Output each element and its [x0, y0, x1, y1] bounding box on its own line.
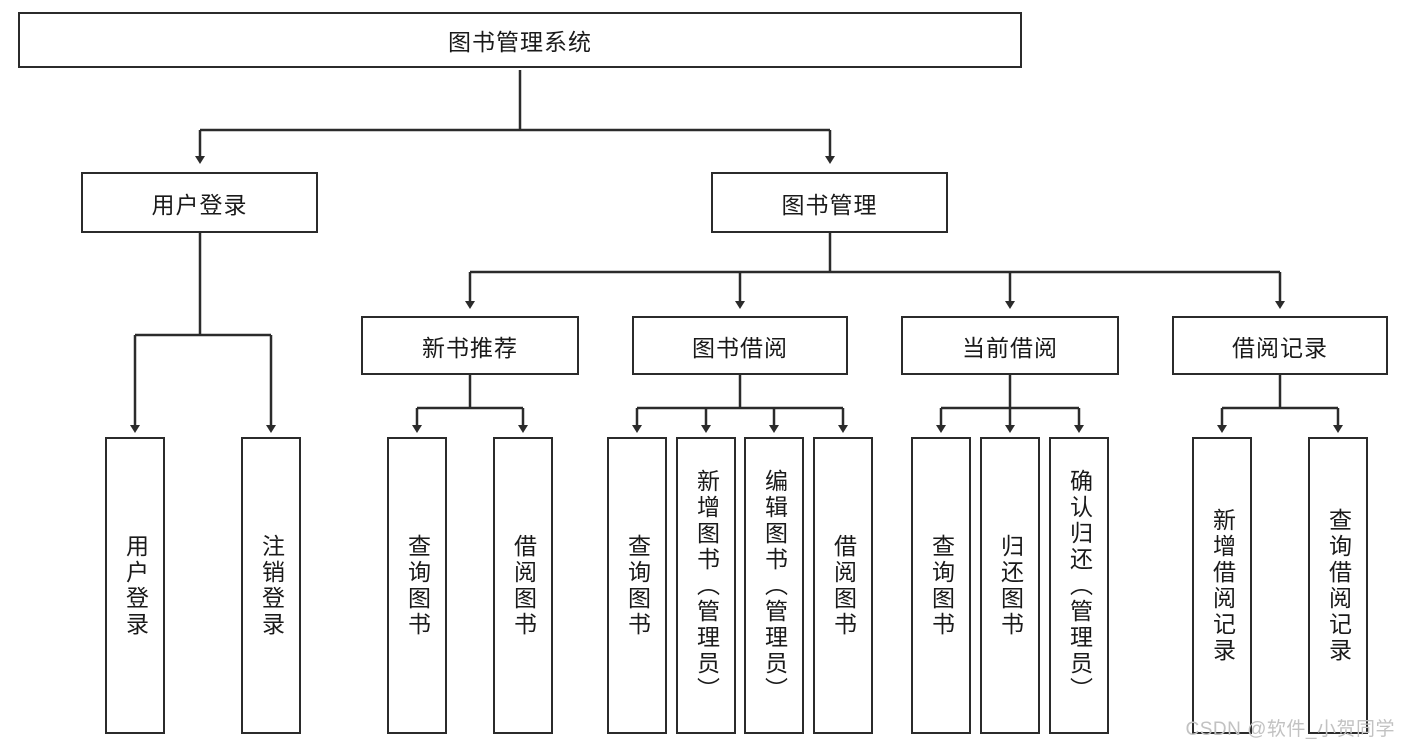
node-book-management-label: 图书管理: [781, 191, 878, 218]
leaf-borrow-borrow-book[interactable]: 借阅图书: [813, 437, 873, 734]
leaf-new-book-borrow[interactable]: 借阅图书: [493, 437, 553, 734]
node-root-label: 图书管理系统: [448, 29, 592, 55]
leaf-label: 借阅图书: [510, 533, 537, 638]
leaf-user-login-login[interactable]: 用户登录: [105, 437, 165, 734]
node-new-book-recommend-label: 新书推荐: [422, 334, 518, 361]
leaf-label: 查询图书: [404, 533, 431, 638]
node-root[interactable]: 图书管理系统: [18, 12, 1022, 68]
node-current-borrow[interactable]: 当前借阅: [901, 316, 1119, 375]
node-book-borrow-label: 图书借阅: [692, 334, 788, 361]
node-borrow-record-label: 借阅记录: [1232, 334, 1328, 361]
leaf-new-book-query[interactable]: 查询图书: [387, 437, 447, 734]
leaf-label: 用户登录: [122, 533, 149, 638]
leaf-label: 新增图书（管理员）: [693, 468, 720, 703]
node-new-book-recommend[interactable]: 新书推荐: [361, 316, 579, 375]
node-current-borrow-label: 当前借阅: [962, 334, 1058, 361]
leaf-user-login-logout[interactable]: 注销登录: [241, 437, 301, 734]
leaf-label: 编辑图书（管理员）: [761, 468, 788, 703]
leaf-borrow-query[interactable]: 查询图书: [607, 437, 667, 734]
leaf-current-return[interactable]: 归还图书: [980, 437, 1040, 734]
leaf-label: 查询图书: [624, 533, 651, 638]
node-user-login[interactable]: 用户登录: [81, 172, 318, 233]
watermark: CSDN @软件_小贺同学: [1185, 719, 1395, 740]
leaf-label: 注销登录: [258, 533, 285, 638]
leaf-record-query[interactable]: 查询借阅记录: [1308, 437, 1368, 734]
node-book-borrow[interactable]: 图书借阅: [632, 316, 848, 375]
leaf-borrow-add-book[interactable]: 新增图书（管理员）: [676, 437, 736, 734]
leaf-label: 归还图书: [997, 533, 1024, 638]
leaf-label: 新增借阅记录: [1209, 507, 1236, 664]
leaf-record-add[interactable]: 新增借阅记录: [1192, 437, 1252, 734]
leaf-label: 借阅图书: [830, 533, 857, 638]
node-borrow-record[interactable]: 借阅记录: [1172, 316, 1388, 375]
leaf-label: 确认归还（管理员）: [1066, 468, 1093, 703]
leaf-label: 查询图书: [928, 533, 955, 638]
leaf-borrow-edit-book[interactable]: 编辑图书（管理员）: [744, 437, 804, 734]
leaf-current-confirm-return[interactable]: 确认归还（管理员）: [1049, 437, 1109, 734]
node-book-management[interactable]: 图书管理: [711, 172, 948, 233]
leaf-current-query[interactable]: 查询图书: [911, 437, 971, 734]
leaf-label: 查询借阅记录: [1325, 507, 1352, 664]
node-user-login-label: 用户登录: [151, 191, 248, 218]
